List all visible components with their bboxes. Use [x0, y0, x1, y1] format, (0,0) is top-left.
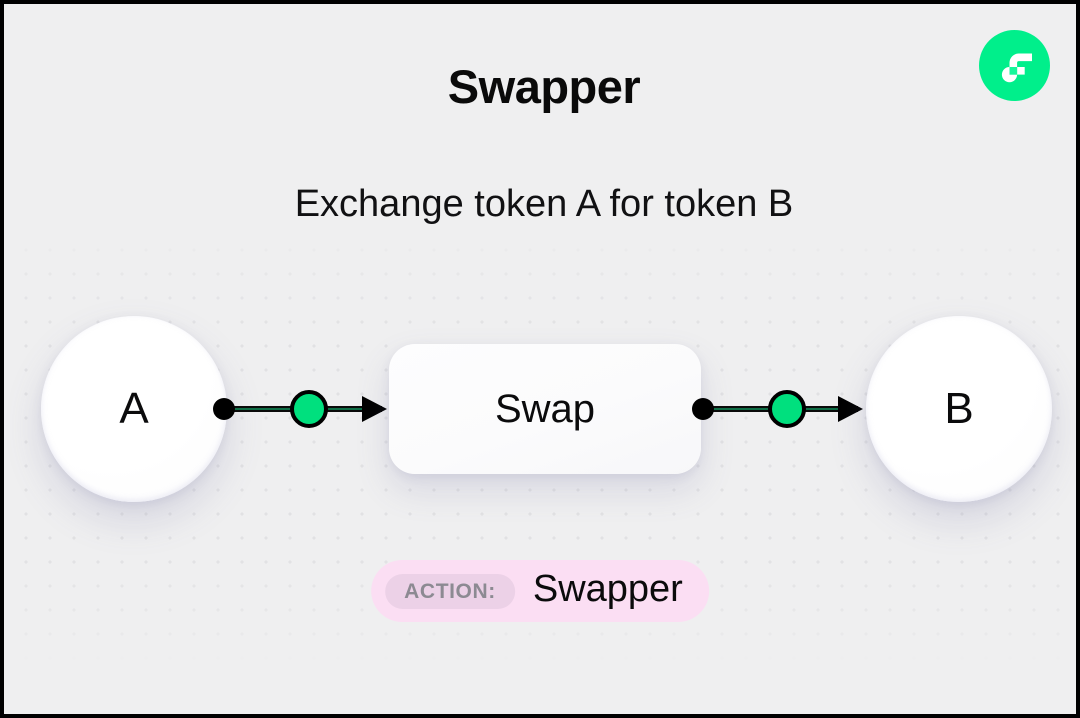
page-subtitle: Exchange token A for token B: [294, 183, 794, 225]
action-badge-value: Swapper: [532, 568, 683, 610]
flow-diagram: A Swap B: [4, 4, 1076, 714]
action-badge-label: ACTION:: [385, 573, 515, 609]
token-node-b-label: B: [944, 384, 974, 433]
swap-node-label: Swap: [494, 386, 596, 431]
token-node-a-label: A: [119, 384, 149, 433]
token-node-a[interactable]: A: [41, 316, 227, 502]
flow-logo-badge: [979, 30, 1050, 101]
action-badge: ACTION: Swapper: [371, 560, 709, 622]
page-title: Swapper: [447, 60, 641, 113]
token-node-b[interactable]: B: [866, 316, 1052, 502]
connector-swap-to-b: [690, 387, 868, 431]
connector-a-to-swap: [210, 387, 392, 431]
swap-node[interactable]: Swap: [389, 344, 701, 474]
flow-logo-icon: [994, 45, 1036, 87]
